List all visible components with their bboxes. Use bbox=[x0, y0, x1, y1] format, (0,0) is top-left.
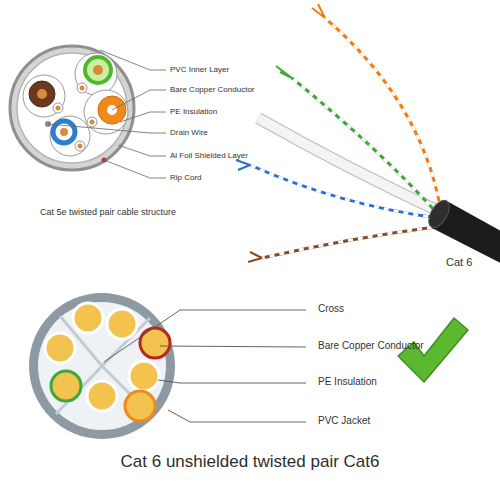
wire-end bbox=[276, 66, 292, 78]
leader-line bbox=[100, 50, 166, 70]
copper-core bbox=[78, 144, 83, 149]
copper-conductor bbox=[107, 309, 137, 339]
copper-core bbox=[60, 128, 68, 136]
leader-line bbox=[118, 145, 166, 156]
copper-core bbox=[93, 65, 103, 75]
jacket-end bbox=[425, 197, 454, 231]
leader-line bbox=[160, 346, 306, 347]
leader-line bbox=[158, 380, 306, 383]
foil-layer bbox=[17, 53, 127, 163]
blue-wire bbox=[53, 121, 75, 143]
blue-pair bbox=[250, 165, 438, 218]
cat6-cable bbox=[236, 4, 500, 268]
part-label: PVC Inner Layer bbox=[170, 65, 229, 75]
leader-lines bbox=[48, 50, 166, 178]
part-label: Cross bbox=[318, 303, 344, 315]
brown-pair bbox=[262, 226, 442, 258]
white-wire bbox=[87, 117, 97, 127]
part-label: Al Foil Shielded Layer bbox=[170, 151, 248, 161]
brown-pair-white bbox=[262, 226, 442, 258]
part-label: Bare Copper Conductor bbox=[170, 85, 255, 95]
leader-line bbox=[104, 310, 306, 362]
copper-core bbox=[56, 106, 61, 111]
brown-wire bbox=[29, 81, 55, 107]
leader-line bbox=[168, 410, 306, 422]
cat6-cross-section bbox=[29, 293, 175, 439]
copper-conductor bbox=[51, 371, 81, 401]
wire-end bbox=[312, 4, 325, 18]
part-label: Rip Cord bbox=[170, 173, 202, 183]
leader-line bbox=[120, 112, 166, 122]
pair-outline bbox=[50, 116, 90, 156]
caption: Cat 6 unshielded twisted pair Cat6 bbox=[0, 452, 500, 472]
copper-core bbox=[90, 120, 95, 125]
white-wire bbox=[53, 103, 63, 113]
white-wire bbox=[75, 141, 85, 151]
leader-line bbox=[104, 160, 166, 178]
part-label: PE Insulation bbox=[318, 376, 377, 388]
part-label: Bare Copper Conductor bbox=[318, 340, 424, 352]
orange-pair bbox=[325, 18, 440, 206]
pair-outline bbox=[23, 75, 65, 117]
wire-end bbox=[236, 160, 250, 170]
orange-pair-white bbox=[325, 18, 440, 206]
copper-conductor bbox=[45, 333, 75, 363]
figure-caption: Cat 5e twisted pair cable structure bbox=[40, 207, 176, 218]
cable-name: Cat 6 bbox=[446, 256, 472, 269]
copper-core bbox=[80, 86, 85, 91]
copper-conductor bbox=[73, 303, 103, 333]
wire-end bbox=[248, 252, 262, 262]
leader-line bbox=[48, 124, 166, 133]
part-label: PVC Jacket bbox=[318, 415, 370, 427]
copper-core bbox=[37, 89, 47, 99]
green-pair-white bbox=[292, 78, 436, 212]
part-label: Drain Wire bbox=[170, 128, 208, 138]
copper-conductor bbox=[87, 381, 117, 411]
green-pair bbox=[292, 78, 436, 212]
copper-conductor bbox=[129, 361, 159, 391]
jacket-inner bbox=[38, 302, 166, 430]
copper-conductor bbox=[140, 328, 170, 358]
blue-pair-white bbox=[250, 165, 438, 218]
copper-conductor bbox=[125, 391, 155, 421]
leader-lines bbox=[104, 310, 306, 422]
white-wire bbox=[77, 83, 87, 93]
pvc-jacket bbox=[29, 293, 175, 439]
green-wire bbox=[85, 57, 111, 83]
pair-outline bbox=[75, 53, 117, 95]
part-label: PE Insulation bbox=[170, 107, 217, 117]
leader-line bbox=[112, 90, 166, 110]
